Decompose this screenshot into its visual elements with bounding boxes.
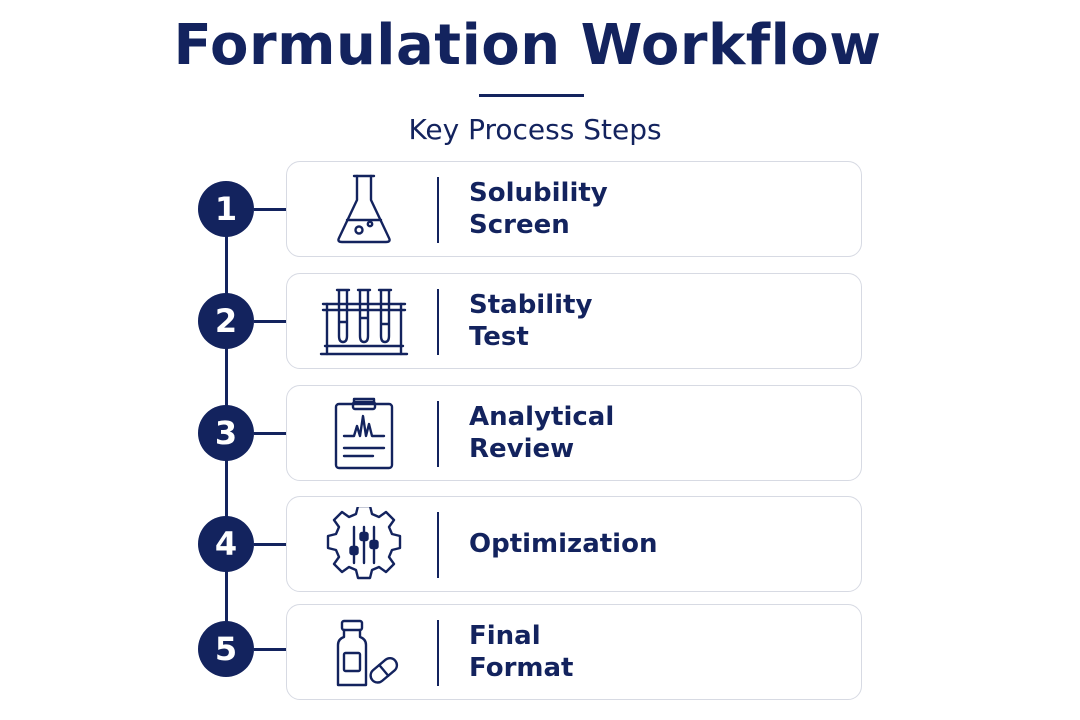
step-label: Solubility Screen — [469, 178, 608, 240]
step-label: Optimization — [469, 529, 658, 559]
step-number-badge: 1 — [198, 181, 254, 237]
step-card: Stability Test — [286, 273, 862, 369]
card-divider — [437, 289, 439, 355]
step-connector — [254, 208, 287, 211]
flask-icon — [317, 172, 411, 246]
clipboard-chromatogram-icon — [317, 396, 411, 470]
step-card: Final Format — [286, 604, 862, 700]
step-card: Analytical Review — [286, 385, 862, 481]
step-card: Optimization — [286, 496, 862, 592]
step-label: Final Format — [469, 621, 574, 683]
step-number-badge: 4 — [198, 516, 254, 572]
step-card: Solubility Screen — [286, 161, 862, 257]
page-subtitle: Key Process Steps — [408, 113, 662, 146]
test-tubes-rack-icon — [317, 284, 411, 358]
step-connector — [254, 320, 287, 323]
title-underline — [479, 94, 584, 97]
step-number-badge: 5 — [198, 621, 254, 677]
step-connector — [254, 648, 287, 651]
step-label: Stability Test — [469, 290, 593, 352]
step-number-badge: 3 — [198, 405, 254, 461]
step-connector — [254, 543, 287, 546]
vial-and-pill-icon — [317, 615, 411, 689]
card-divider — [437, 177, 439, 243]
card-divider — [437, 401, 439, 467]
step-number-badge: 2 — [198, 293, 254, 349]
card-divider — [437, 512, 439, 578]
step-connector — [254, 432, 287, 435]
step-label: Analytical Review — [469, 402, 615, 464]
gear-sliders-icon — [317, 507, 411, 581]
card-divider — [437, 620, 439, 686]
page-title: Formulation Workflow — [173, 13, 882, 78]
